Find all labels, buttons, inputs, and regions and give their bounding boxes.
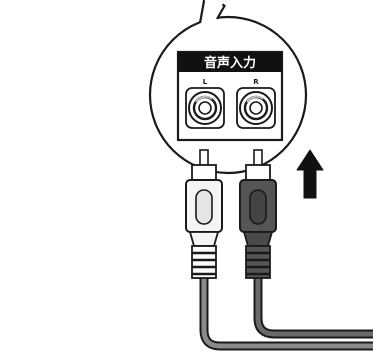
panel-title: 音声入力 (204, 55, 256, 71)
rca-jack-icon[interactable] (236, 87, 276, 129)
dark-cable (253, 273, 373, 339)
audio-input-panel: 音声入力 L R (176, 50, 284, 142)
panel-title-bar (178, 52, 282, 72)
rca-plug-dark-icon[interactable] (239, 149, 277, 279)
cables (199, 273, 373, 351)
rca-jack-icon[interactable] (185, 87, 225, 129)
rca-plug-white-icon[interactable] (185, 149, 223, 279)
up-arrow-icon (296, 149, 324, 199)
left-channel-label: L (203, 78, 208, 86)
right-channel-label: R (253, 78, 259, 86)
